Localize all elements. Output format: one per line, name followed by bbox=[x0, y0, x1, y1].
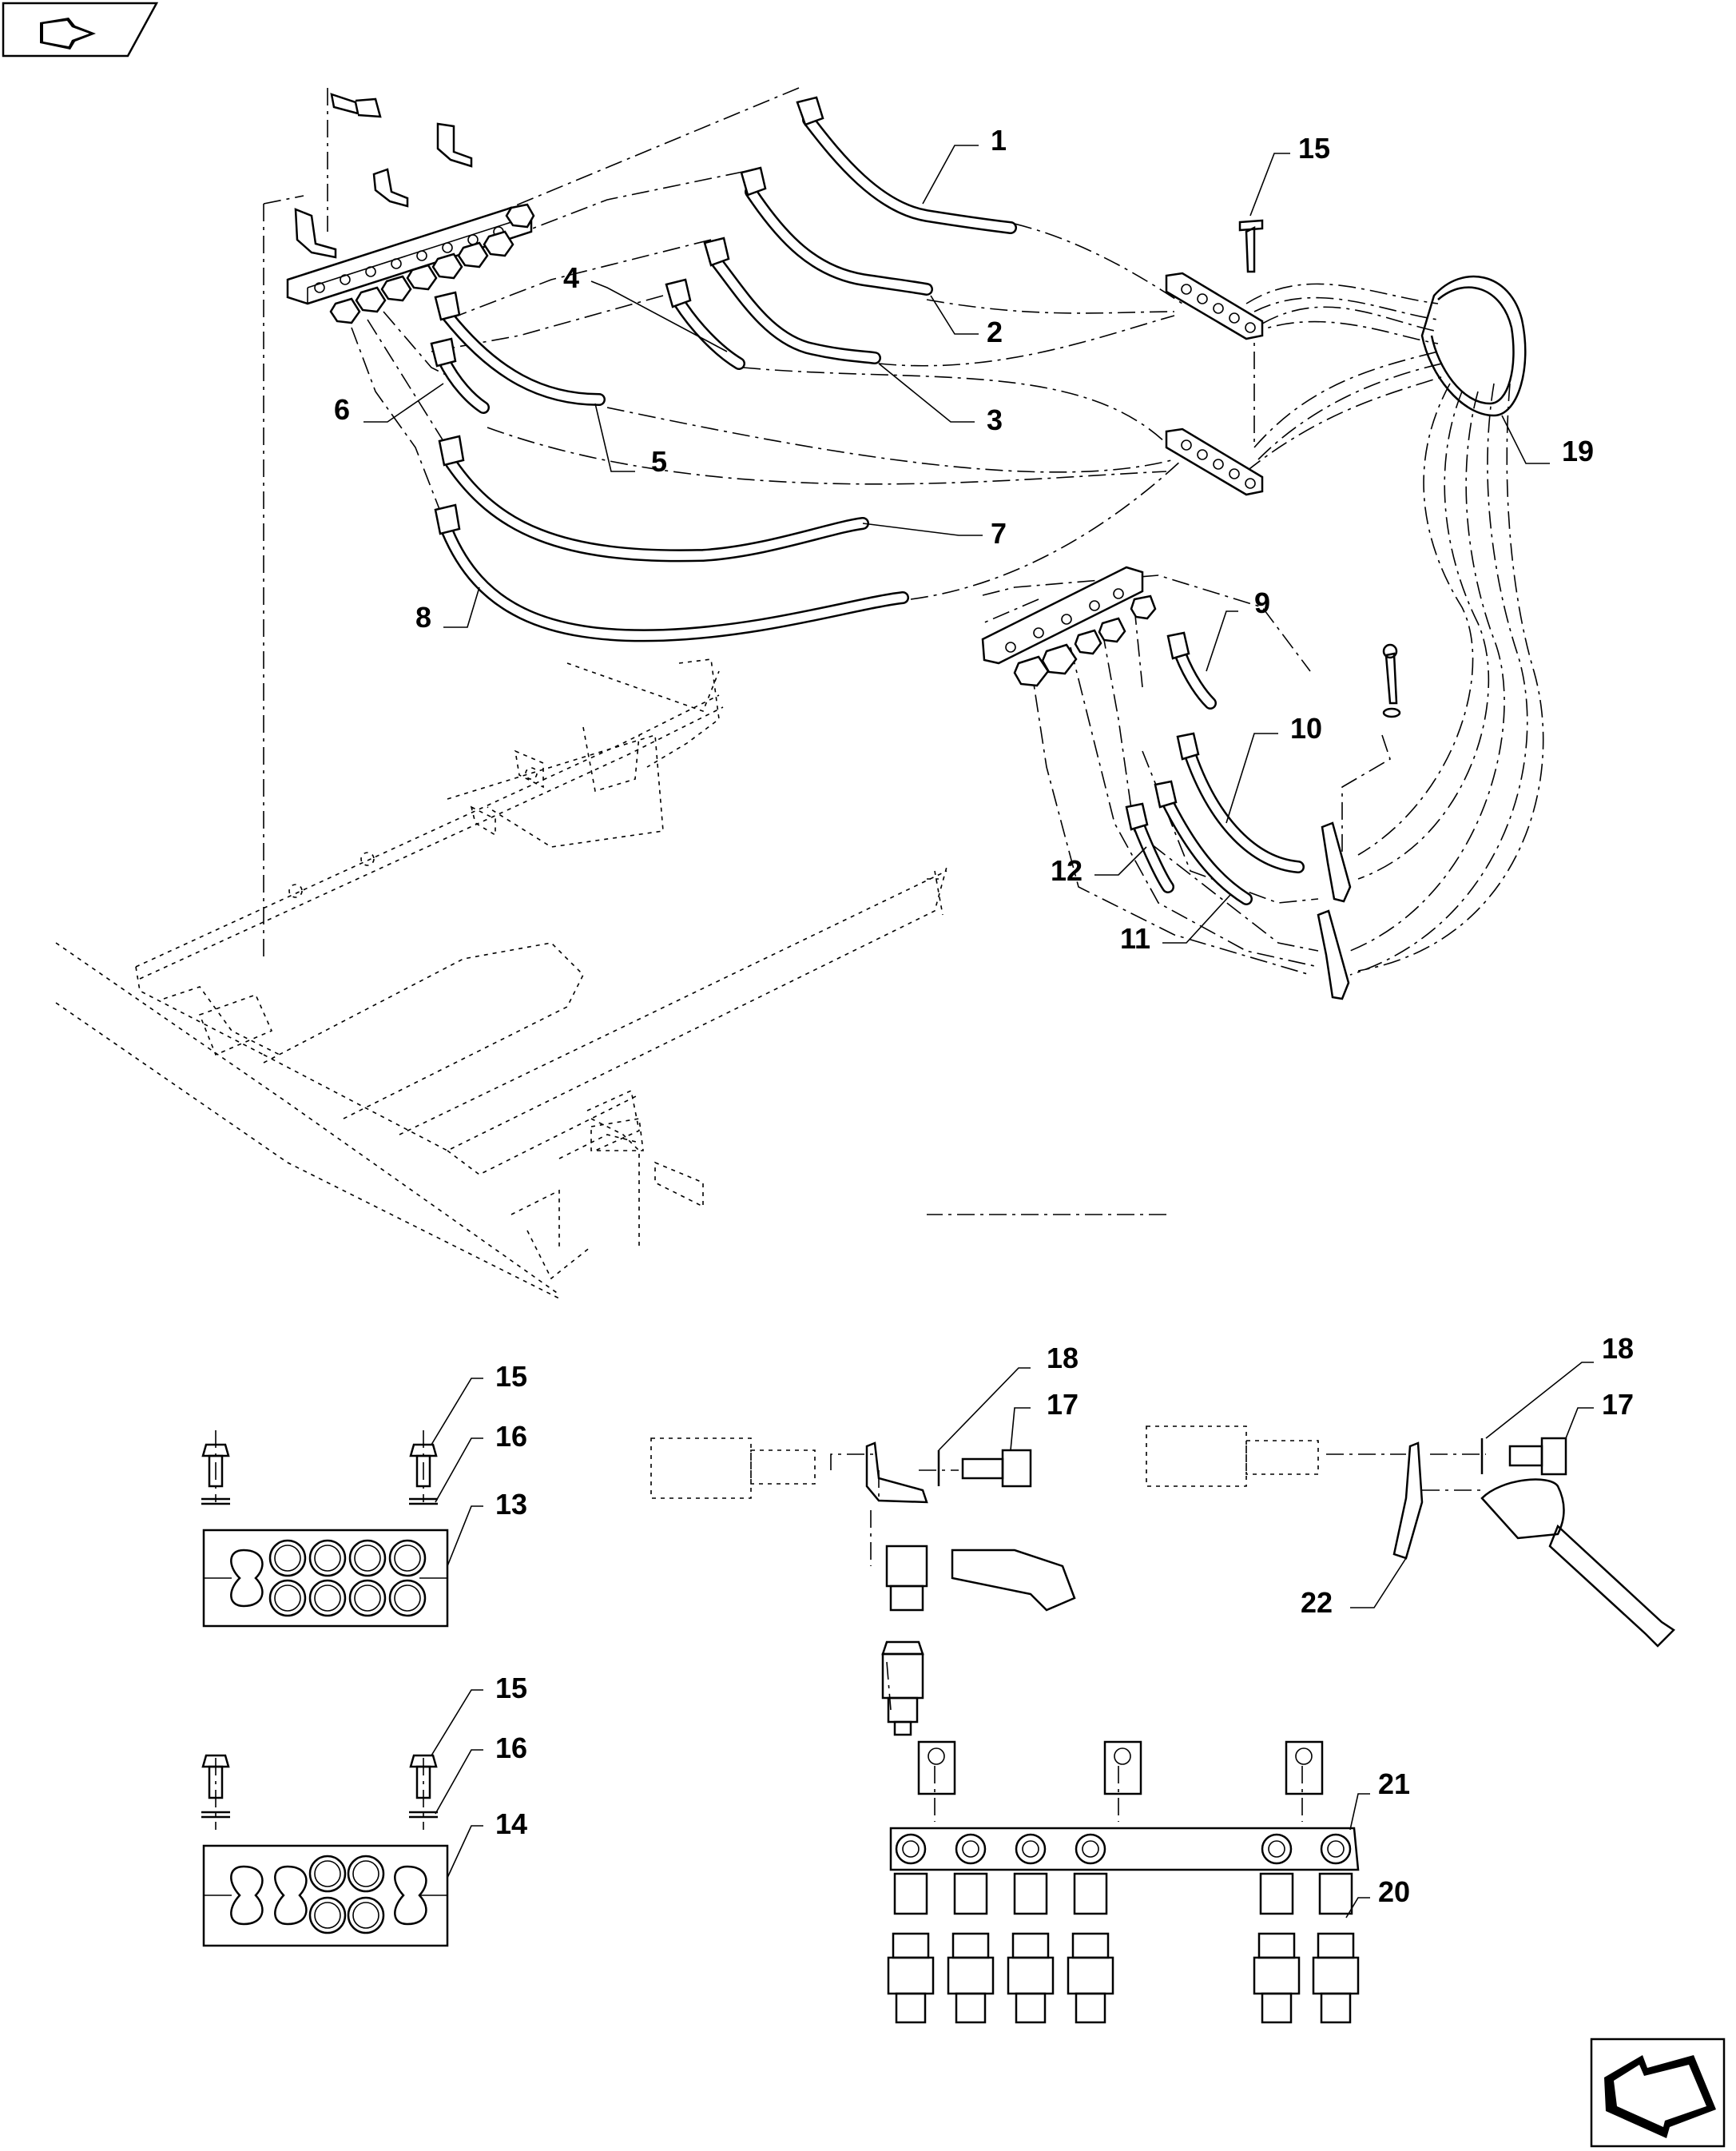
manifold-block-left bbox=[286, 122, 535, 324]
hose-3 bbox=[703, 237, 881, 364]
callout-6: 6 bbox=[334, 393, 350, 426]
callout-19: 19 bbox=[1562, 435, 1594, 467]
callout-labels: 1 2 3 4 5 6 7 8 9 10 11 12 13 14 15 15 1… bbox=[334, 124, 1634, 1908]
sensor-assembly-center bbox=[650, 1437, 1076, 1736]
hose-assemblies-right bbox=[1125, 631, 1305, 905]
callout-12: 12 bbox=[1051, 854, 1083, 887]
hose-brackets-right bbox=[1317, 643, 1401, 1000]
hose-12 bbox=[1125, 802, 1174, 893]
hose-9 bbox=[1166, 631, 1217, 710]
hose-4 bbox=[665, 278, 745, 370]
rail-ports bbox=[895, 1833, 1352, 1865]
callout-8: 8 bbox=[415, 601, 431, 634]
hose-6 bbox=[430, 337, 490, 414]
callout-3: 3 bbox=[987, 404, 1003, 436]
manifold-block-right bbox=[981, 566, 1157, 687]
callout-22: 22 bbox=[1301, 1586, 1333, 1619]
callout-7: 7 bbox=[991, 517, 1007, 550]
hose-2 bbox=[740, 166, 933, 296]
top-bolt bbox=[330, 93, 382, 118]
clamp-plate-14 bbox=[201, 1754, 449, 1947]
callout-10: 10 bbox=[1290, 712, 1322, 745]
clamp-plate-13 bbox=[201, 1443, 449, 1628]
hose-10 bbox=[1176, 732, 1305, 873]
callout-14: 14 bbox=[495, 1807, 527, 1840]
hose-clamp-lower bbox=[1165, 427, 1264, 496]
callout-5: 5 bbox=[651, 445, 667, 478]
callout-11: 11 bbox=[1120, 922, 1150, 955]
callout-9: 9 bbox=[1254, 586, 1270, 619]
callout-13: 13 bbox=[495, 1488, 527, 1521]
callout-2: 2 bbox=[987, 316, 1003, 348]
hose-1 bbox=[796, 96, 1017, 234]
callout-16-clamp-13: 16 bbox=[495, 1420, 527, 1453]
sensor-fittings-20 bbox=[887, 1872, 1360, 2024]
callout-21: 21 bbox=[1378, 1767, 1410, 1800]
hose-8 bbox=[434, 503, 909, 642]
hose-7 bbox=[438, 435, 869, 563]
protective-sleeve bbox=[1420, 275, 1527, 417]
callout-4: 4 bbox=[563, 261, 579, 294]
sensor-assembly-right bbox=[1146, 1425, 1675, 1648]
callout-18-center: 18 bbox=[1047, 1342, 1079, 1374]
callout-20: 20 bbox=[1378, 1875, 1410, 1908]
callout-17-center: 17 bbox=[1047, 1388, 1079, 1421]
chassis-frame bbox=[55, 658, 947, 1299]
callout-1: 1 bbox=[991, 124, 1007, 157]
callout-15-top: 15 bbox=[1298, 132, 1330, 165]
hose-clamp-upper bbox=[1165, 272, 1264, 340]
bolt-15-top bbox=[1238, 219, 1264, 273]
callout-17-right: 17 bbox=[1602, 1388, 1634, 1421]
hose-assemblies-top bbox=[430, 96, 1017, 642]
leader-lines bbox=[363, 145, 1594, 1918]
manifold-fittings bbox=[329, 203, 535, 324]
callout-15-clamp-14: 15 bbox=[495, 1672, 527, 1704]
manifold-rail-21 bbox=[889, 1740, 1360, 1871]
hose-11 bbox=[1154, 780, 1253, 905]
callout-16-clamp-14: 16 bbox=[495, 1732, 527, 1764]
hose-5 bbox=[434, 291, 606, 406]
arrow-left-icon[interactable] bbox=[2, 2, 159, 58]
callout-15-clamp-13: 15 bbox=[495, 1360, 527, 1393]
callout-18-right: 18 bbox=[1602, 1332, 1634, 1365]
arrow-right-icon[interactable] bbox=[1590, 2038, 1726, 2148]
